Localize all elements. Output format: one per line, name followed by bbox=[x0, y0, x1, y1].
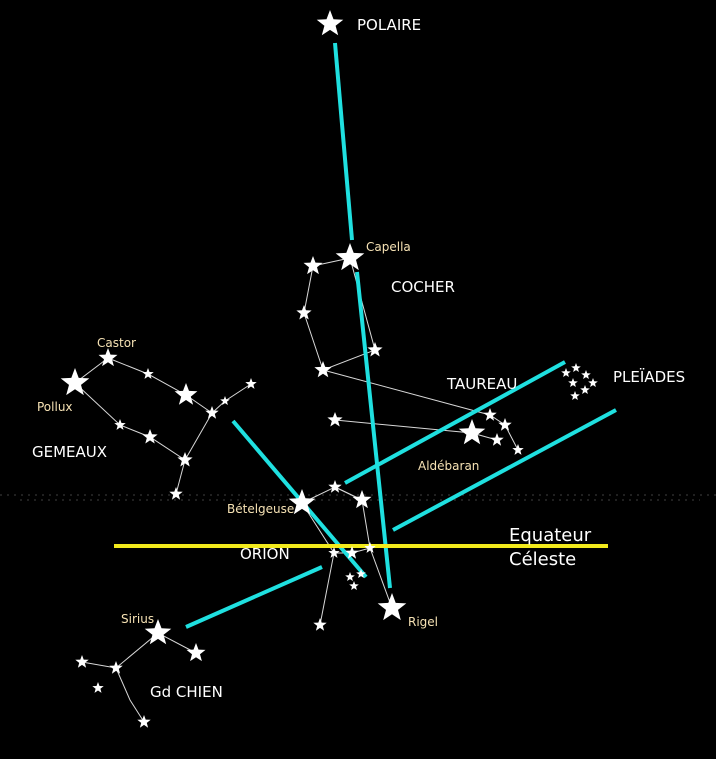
guide-taureau-upper bbox=[344, 360, 566, 485]
star-orion-4 bbox=[345, 546, 359, 559]
star-orion-3 bbox=[352, 490, 372, 509]
label-castor: Castor bbox=[97, 336, 136, 350]
star-orion-7 bbox=[345, 572, 355, 581]
gd-chien-lines-a bbox=[81, 632, 197, 669]
star-gemeaux-5 bbox=[205, 406, 219, 419]
star-pleiades-1 bbox=[561, 368, 571, 377]
label-taureau: TAUREAU bbox=[446, 375, 517, 393]
label-gd-chien: Gd CHIEN bbox=[150, 683, 223, 701]
star-polaire bbox=[316, 10, 344, 36]
label-sirius: Sirius bbox=[121, 612, 154, 626]
star-orion-9 bbox=[349, 581, 359, 590]
star-taureau-4 bbox=[490, 433, 504, 446]
label-rigel: Rigel bbox=[408, 615, 438, 629]
star-gd-chien-6 bbox=[137, 715, 151, 728]
star-cocher-5 bbox=[314, 361, 332, 378]
label-gemeaux: GEMEAUX bbox=[32, 443, 107, 461]
label-capella: Capella bbox=[366, 240, 411, 254]
label-cocher: COCHER bbox=[391, 278, 455, 296]
star-pollux bbox=[60, 368, 90, 396]
star-gemeaux-11 bbox=[169, 487, 183, 500]
star-cocher-2 bbox=[303, 256, 323, 275]
stars-layer bbox=[60, 10, 598, 728]
star-gemeaux-10 bbox=[177, 452, 193, 467]
star-betelgeuse bbox=[288, 489, 316, 515]
guide-capella-rigel bbox=[355, 271, 392, 589]
star-cocher-3 bbox=[296, 305, 312, 320]
star-orion-8 bbox=[356, 569, 366, 578]
star-castor bbox=[98, 348, 118, 367]
label-pollux: Pollux bbox=[37, 400, 73, 414]
label-pleiades: PLEÏADES bbox=[613, 367, 685, 386]
label-betelgeuse: Bételgeuse bbox=[227, 502, 294, 516]
star-capella bbox=[335, 243, 365, 271]
star-orion-11 bbox=[313, 618, 327, 631]
star-gemeaux-7 bbox=[245, 378, 257, 389]
star-gd-chien-3 bbox=[75, 655, 89, 668]
star-gemeaux-9 bbox=[142, 429, 158, 444]
star-pleiades-5 bbox=[568, 378, 578, 387]
label-equator-line2: Céleste bbox=[509, 549, 576, 570]
star-aldebaran bbox=[458, 419, 486, 445]
gemeaux-lines-a bbox=[107, 357, 252, 414]
label-aldebaran: Aldébaran bbox=[418, 459, 479, 473]
star-rigel bbox=[377, 593, 407, 621]
guide-orion-sirius bbox=[185, 565, 323, 629]
star-taureau-3 bbox=[498, 418, 512, 431]
star-orion-6 bbox=[328, 547, 340, 558]
star-orion-2 bbox=[328, 480, 342, 493]
horizon-haze bbox=[0, 494, 716, 501]
star-gd-chien-4 bbox=[109, 661, 123, 674]
star-taureau-2 bbox=[483, 408, 497, 421]
star-pleiades-2 bbox=[571, 363, 581, 372]
star-pleiades-7 bbox=[570, 391, 580, 400]
gd-chien-lines-b bbox=[115, 667, 145, 723]
star-taureau-6 bbox=[327, 412, 343, 427]
star-taureau-5 bbox=[512, 444, 524, 455]
star-cocher-4 bbox=[367, 342, 383, 357]
taureau-lines-a bbox=[322, 369, 519, 451]
star-gd-chien-5 bbox=[92, 682, 104, 693]
star-gemeaux-8 bbox=[114, 419, 126, 430]
gemeaux-lines-c bbox=[184, 412, 213, 461]
guide-polaire-capella bbox=[333, 42, 354, 241]
guide-taureau-lower bbox=[392, 408, 617, 532]
star-gemeaux-4 bbox=[174, 383, 198, 405]
star-pleiades-6 bbox=[580, 385, 590, 394]
star-orion-5 bbox=[364, 542, 376, 553]
star-pleiades-4 bbox=[588, 378, 598, 387]
label-equator-line1: Equateur bbox=[509, 525, 592, 546]
star-gd-chien-2 bbox=[186, 643, 206, 662]
star-gemeaux-6 bbox=[220, 396, 230, 405]
label-polaire: POLAIRE bbox=[357, 16, 421, 34]
star-sirius bbox=[144, 619, 172, 645]
star-pleiades-3 bbox=[581, 370, 591, 379]
label-orion: ORION bbox=[240, 545, 290, 563]
star-gemeaux-3 bbox=[142, 368, 154, 379]
